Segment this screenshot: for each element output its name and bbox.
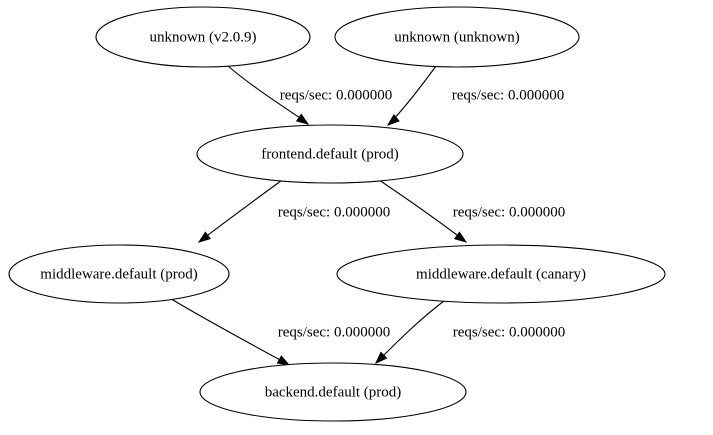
node-label: unknown (unknown) — [394, 29, 519, 45]
edge-line — [203, 177, 286, 239]
edge-labels-layer: reqs/sec: 0.000000 reqs/sec: 0.000000 reqs… — [278, 87, 565, 340]
graph-edge — [197, 177, 286, 243]
node-label: middleware.default (canary) — [416, 266, 586, 282]
node-label: backend.default (prod) — [265, 384, 402, 400]
graph-node-unknown_unknown[interactable]: unknown (unknown) — [334, 6, 580, 68]
edge-line — [227, 65, 304, 121]
graph-edge — [227, 65, 310, 125]
edge-line — [391, 65, 437, 122]
graph-edge — [374, 297, 449, 365]
edge-line — [379, 297, 449, 360]
edge-label: reqs/sec: 0.000000 — [278, 204, 390, 220]
node-ellipse[interactable] — [336, 244, 666, 304]
graph-edge — [167, 296, 291, 366]
edge-label: reqs/sec: 0.000000 — [453, 204, 565, 220]
edge-label: reqs/sec: 0.000000 — [452, 87, 564, 103]
graph-edge — [386, 65, 437, 126]
edge-label: reqs/sec: 0.000000 — [278, 324, 390, 340]
edge-label: reqs/sec: 0.000000 — [453, 324, 565, 340]
node-ellipse[interactable] — [95, 6, 311, 68]
node-ellipse[interactable] — [334, 6, 580, 68]
graph-node-middleware_prod[interactable]: middleware.default (prod) — [8, 244, 230, 304]
edge-arrowhead-icon — [295, 113, 310, 125]
edge-arrowhead-icon — [197, 231, 212, 243]
edge-arrowhead-icon — [276, 355, 291, 366]
node-ellipse[interactable] — [196, 124, 464, 184]
edges-layer — [167, 65, 468, 366]
graph-node-backend_prod[interactable]: backend.default (prod) — [199, 362, 467, 422]
node-ellipse[interactable] — [199, 362, 467, 422]
edge-line — [167, 296, 285, 363]
nodes-layer: unknown (v2.0.9) unknown (unknown) fronten… — [8, 6, 666, 422]
graph-node-frontend_prod[interactable]: frontend.default (prod) — [196, 124, 464, 184]
node-ellipse[interactable] — [8, 244, 230, 304]
node-label: middleware.default (prod) — [40, 266, 197, 282]
edge-arrowhead-icon — [386, 113, 400, 126]
edge-label: reqs/sec: 0.000000 — [280, 87, 392, 103]
edge-arrowhead-icon — [453, 231, 468, 243]
graph-edge — [375, 177, 468, 243]
node-label: frontend.default (prod) — [261, 146, 398, 162]
edge-line — [375, 177, 462, 239]
node-label: unknown (v2.0.9) — [149, 29, 256, 45]
graph-node-middleware_canary[interactable]: middleware.default (canary) — [336, 244, 666, 304]
edge-arrowhead-icon — [374, 351, 388, 365]
graph-node-unknown_v209[interactable]: unknown (v2.0.9) — [95, 6, 311, 68]
